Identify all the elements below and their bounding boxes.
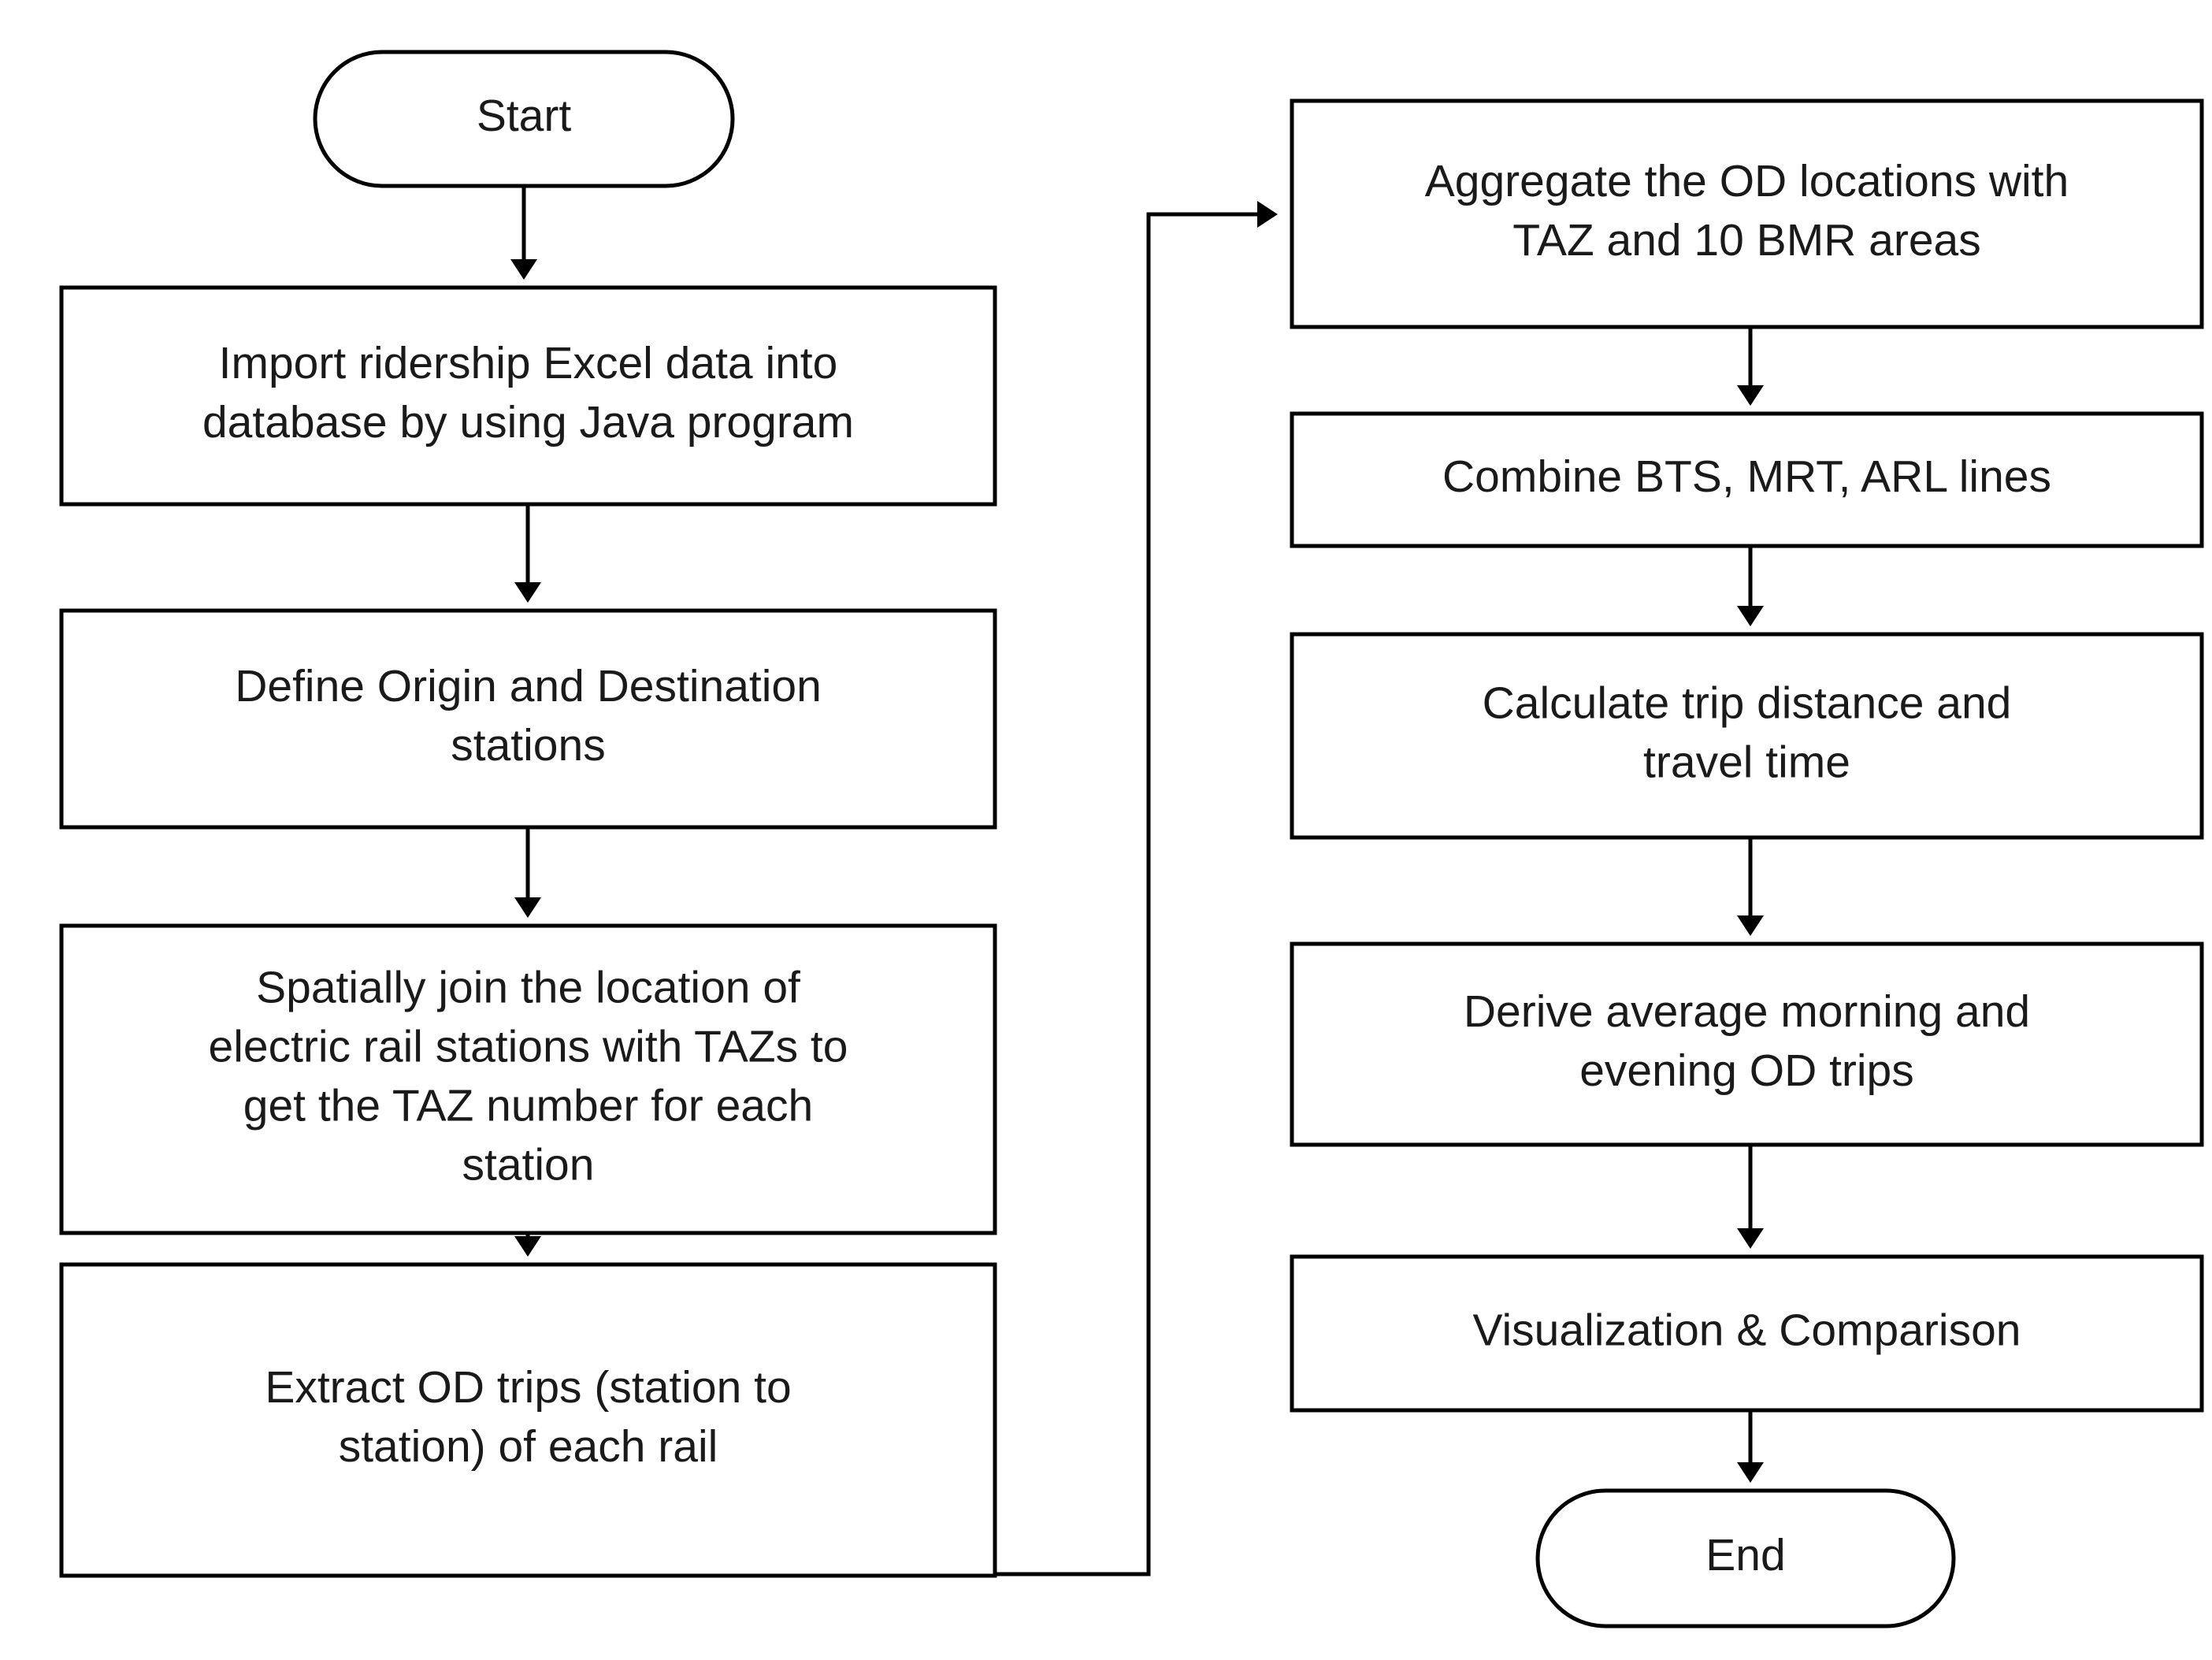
node-import-data[interactable]: Import ridership Excel data into database…: [59, 285, 997, 507]
process-box-shape: [1290, 98, 2204, 329]
node-label-line: Visualization & Comparison: [1473, 1305, 2021, 1356]
node-label-line: Derive average morning and: [1464, 986, 2030, 1037]
node-label-line: Aggregate the OD locations with: [1425, 156, 2069, 206]
node-combine-lines[interactable]: Combine BTS, MRT, ARL lines: [1290, 411, 2204, 548]
node-label-line: Define Origin and Destination: [235, 661, 822, 711]
node-label-line: get the TAZ number for each: [243, 1081, 813, 1131]
edge-aggregate-to-combine: [1737, 327, 1764, 406]
node-label-line: End: [1705, 1530, 1785, 1580]
edge-import-to-define: [514, 504, 541, 603]
arrow-head-icon: [1737, 1228, 1764, 1249]
node-label-line: travel time: [1643, 737, 1850, 788]
node-label: Define Origin and Destination stations: [235, 661, 822, 771]
node-label-line: stations: [451, 720, 605, 771]
process-box-shape: [59, 285, 997, 507]
node-derive-average[interactable]: Derive average morning and evening OD tri…: [1290, 941, 2204, 1147]
node-label: Combine BTS, MRT, ARL lines: [1442, 451, 2051, 502]
edge-start-to-import: [510, 186, 537, 280]
process-box-shape: [59, 1262, 997, 1578]
process-box-shape: [1290, 632, 2204, 840]
node-label-line: Calculate trip distance and: [1483, 678, 2012, 729]
node-label: Import ridership Excel data into database…: [202, 338, 854, 447]
node-label: End: [1705, 1530, 1785, 1580]
node-label: Start: [477, 91, 572, 141]
node-label-line: station) of each rail: [339, 1421, 718, 1472]
arrow-head-icon: [1257, 201, 1278, 228]
node-label-line: Start: [477, 91, 572, 141]
arrow-head-icon: [1737, 1462, 1764, 1483]
node-visualization[interactable]: Visualization & Comparison: [1290, 1254, 2204, 1413]
arrow-head-icon: [1737, 385, 1764, 406]
edges-layer: [510, 186, 1764, 1576]
arrow-head-icon: [514, 1236, 541, 1257]
edge-visualization-to-end: [1737, 1410, 1764, 1483]
node-start[interactable]: Start: [313, 50, 735, 188]
node-label-line: Spatially join the location of: [256, 963, 800, 1013]
node-label-line: Combine BTS, MRT, ARL lines: [1442, 451, 2051, 502]
node-label-line: evening OD trips: [1579, 1045, 1914, 1096]
node-label: Spatially join the location of electric r…: [209, 963, 848, 1190]
node-calculate-distance[interactable]: Calculate trip distance and travel time: [1290, 632, 2204, 840]
edge-extract-to-aggregate: [995, 201, 1278, 1576]
process-box-shape: [1290, 941, 2204, 1147]
node-label-line: TAZ and 10 BMR areas: [1512, 215, 1981, 266]
node-extract-od-trips[interactable]: Extract OD trips (station to station) of …: [59, 1262, 997, 1578]
node-label: Calculate trip distance and travel time: [1483, 678, 2012, 788]
arrow-head-icon: [1737, 915, 1764, 936]
edge-derive-to-visualization: [1737, 1145, 1764, 1249]
node-define-od[interactable]: Define Origin and Destination stations: [59, 608, 997, 830]
arrow-head-icon: [514, 897, 541, 918]
node-label-line: Import ridership Excel data into: [219, 338, 838, 388]
edge-combine-to-calculate: [1737, 546, 1764, 626]
node-label-line: database by using Java program: [202, 397, 854, 447]
edge-define-to-spatial: [514, 827, 541, 918]
edge-path: [995, 212, 1257, 1576]
node-spatial-join[interactable]: Spatially join the location of electric r…: [59, 923, 997, 1235]
arrow-head-icon: [1737, 606, 1764, 626]
node-label-line: station: [462, 1140, 595, 1190]
process-box-shape: [59, 923, 997, 1235]
process-box-shape: [1290, 1254, 2204, 1413]
node-label-line: electric rail stations with TAZs to: [209, 1022, 848, 1072]
node-label: Visualization & Comparison: [1473, 1305, 2021, 1356]
node-end[interactable]: End: [1535, 1488, 1956, 1628]
edge-spatial-to-extract: [514, 1233, 541, 1257]
arrow-head-icon: [514, 582, 541, 603]
process-box-shape: [1290, 411, 2204, 548]
edge-calculate-to-derive: [1737, 837, 1764, 936]
process-box-shape: [59, 608, 997, 830]
node-label: Extract OD trips (station to station) of …: [265, 1362, 791, 1472]
arrow-head-icon: [510, 259, 537, 280]
terminator-shape: [1535, 1488, 1956, 1628]
node-label-line: Extract OD trips (station to: [265, 1362, 791, 1413]
terminator-shape: [313, 50, 735, 188]
node-label: Derive average morning and evening OD tri…: [1464, 986, 2030, 1096]
